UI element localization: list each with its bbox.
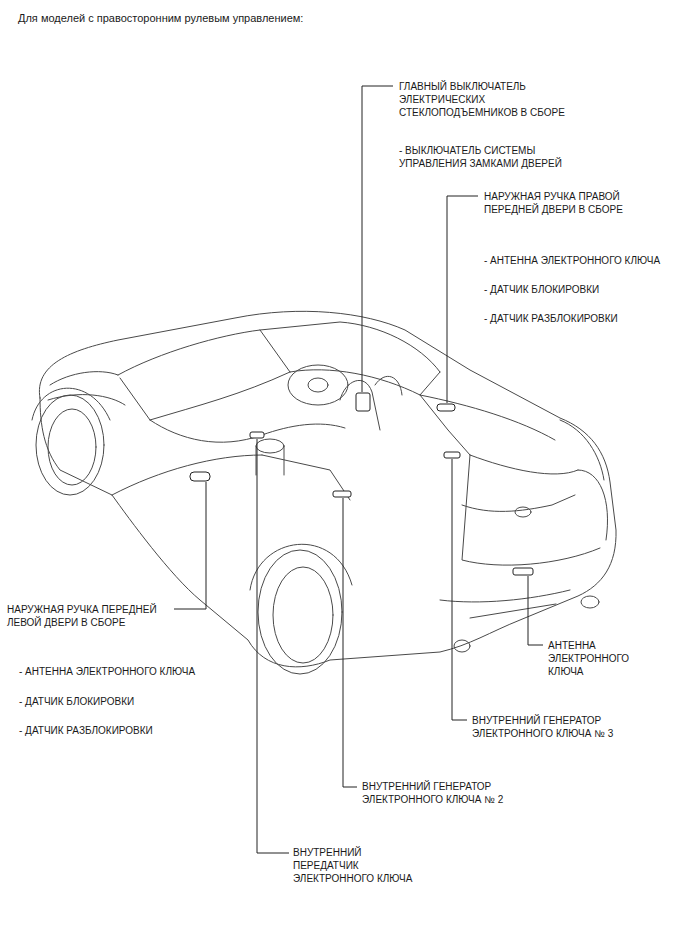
wheel	[578, 470, 608, 540]
part-label: ГЛАВНЫЙ ВЫКЛЮЧАТЕЛЬ ЭЛЕКТРИЧЕСКИХ СТЕКЛО…	[398, 80, 567, 119]
part-label: ВНУТРЕННИЙ ПЕРЕДАТЧИК ЭЛЕКТРОННОГО КЛЮЧА	[292, 846, 415, 885]
sub-label: - ВЫКЛЮЧАТЕЛЬ СИСТЕМЫ УПРАВЛЕНИЯ ЗАМКАМИ…	[398, 144, 564, 170]
steering-wheel	[288, 365, 348, 405]
dashboard	[150, 420, 345, 442]
wheel	[48, 409, 96, 485]
console	[256, 439, 284, 453]
leader-line	[528, 576, 543, 645]
part-label: НАРУЖНАЯ РУЧКА ПРАВОЙ ПЕРЕДНЕЙ ДВЕРИ В С…	[483, 190, 625, 216]
door-line	[420, 395, 470, 455]
wheel	[273, 567, 333, 663]
leader-line	[343, 498, 357, 787]
rear-glass	[420, 395, 555, 440]
seat	[340, 376, 402, 430]
transmitter	[250, 432, 264, 438]
sub-label: - ДАТЧИК РАЗБЛОКИРОВКИ	[18, 724, 158, 737]
sub-label: - АНТЕННА ЭЛЕКТРОННОГО КЛЮЧА	[483, 254, 666, 267]
part-label: НАРУЖНАЯ РУЧКА ПЕРЕДНЕЙ ЛЕВОЙ ДВЕРИ В СБ…	[6, 603, 159, 629]
leader-line	[174, 482, 206, 609]
door-line	[112, 455, 350, 500]
part-label: АНТЕННА ЭЛЕКТРОННОГО КЛЮЧА	[547, 639, 561, 678]
exhaust	[581, 596, 599, 608]
leader-line	[452, 459, 467, 720]
wheel	[36, 395, 104, 495]
oscillator	[444, 452, 460, 458]
console	[256, 446, 284, 475]
bumper	[440, 590, 570, 618]
sub-label: - ДАТЧИК РАЗБЛОКИРОВКИ	[483, 312, 623, 325]
roof	[118, 322, 440, 375]
wheel-arch	[32, 388, 110, 420]
wheel-arch	[250, 544, 352, 590]
sub-label: - АНТЕННА ЭЛЕКТРОННОГО КЛЮЧА	[18, 665, 201, 678]
door-handle	[190, 472, 210, 481]
leader-line	[447, 196, 478, 403]
part-label: ВНУТРЕННИЙ ГЕНЕРАТОР ЭЛЕКТРОННОГО КЛЮЧА …	[471, 714, 616, 740]
antenna	[513, 568, 533, 575]
hood-line	[48, 372, 125, 405]
heading: Для моделей с правосторонним рулевым упр…	[17, 11, 304, 25]
sub-label: - ДАТЧИК БЛОКИРОВКИ	[18, 695, 140, 708]
part-label: ВНУТРЕННИЙ ГЕНЕРАТОР ЭЛЕКТРОННОГО КЛЮЧА …	[361, 780, 506, 806]
leader-line	[362, 86, 393, 392]
logo	[515, 507, 531, 517]
window-switch	[356, 393, 370, 411]
wheel	[258, 550, 342, 674]
leader-line	[257, 439, 289, 853]
steering-wheel	[308, 378, 328, 392]
sub-label: - ДАТЧИК БЛОКИРОВКИ	[483, 283, 605, 296]
exhaust	[454, 640, 470, 652]
windshield	[120, 330, 290, 420]
door-handle	[437, 404, 455, 411]
oscillator	[333, 491, 351, 497]
tail-light	[462, 420, 604, 511]
